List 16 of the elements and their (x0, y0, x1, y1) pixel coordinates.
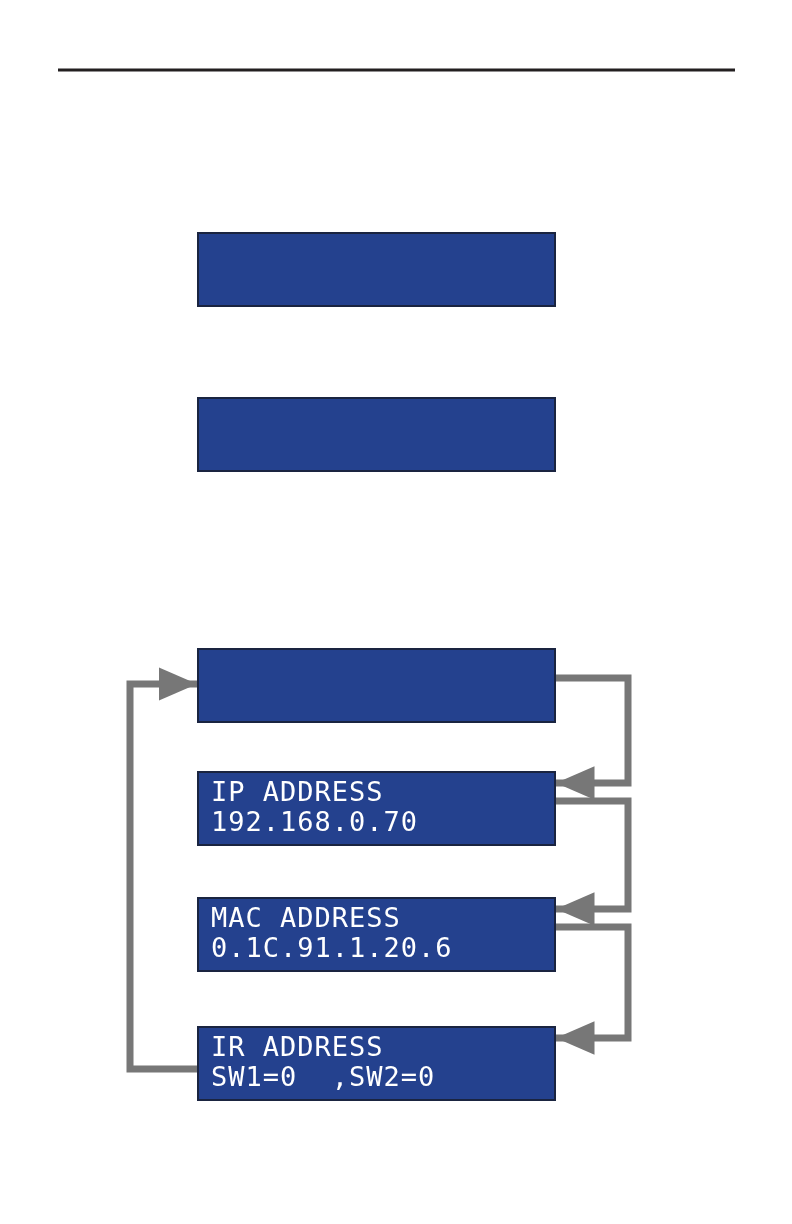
arrow (126, 667, 197, 1073)
display-screen (197, 1026, 556, 1101)
display-text: IP ADDRESS (211, 777, 385, 807)
display-screen (197, 771, 556, 846)
display-screen (197, 397, 556, 472)
arrow (556, 923, 632, 1055)
display-text: 0.1C.91.1.20.6 (211, 933, 454, 963)
display-screen (197, 897, 556, 972)
display-text: SW1=0 ,SW2=0 (211, 1062, 437, 1092)
arrow (556, 674, 632, 800)
arrow (556, 797, 632, 926)
display-text: MAC ADDRESS (211, 903, 402, 933)
display-screen (197, 232, 556, 307)
display-text: IR ADDRESS (211, 1032, 385, 1062)
display-screen (197, 648, 556, 723)
display-text: 192.168.0.70 (211, 807, 420, 837)
